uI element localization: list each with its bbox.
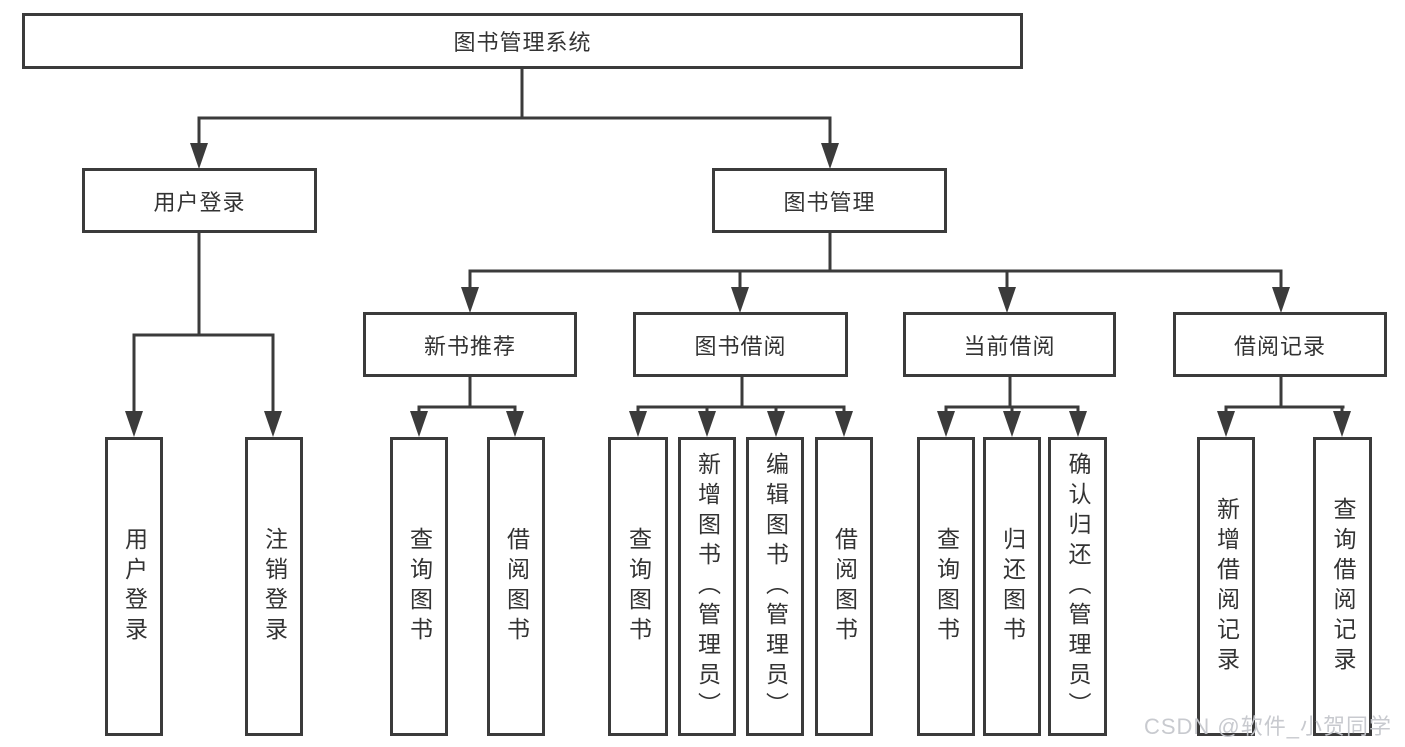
node-book-borrow-label: 图书借阅: [694, 333, 787, 359]
leaf-edit-book-admin: 编辑图书（管理员）: [746, 437, 804, 736]
node-user-login: 用户登录: [82, 168, 317, 233]
leaf-return-book: 归还图书: [983, 437, 1041, 736]
connector-book-management: [461, 233, 1290, 313]
leaf-add-borrow-record: 新增借阅记录: [1197, 437, 1255, 736]
leaf-user-login: 用户登录: [105, 437, 163, 736]
leaf-add-book-admin: 新增图书（管理员）: [678, 437, 736, 736]
leaf-borrow-books: 借阅图书: [815, 437, 873, 736]
node-borrow-records-label: 借阅记录: [1233, 333, 1326, 359]
node-borrow-records: 借阅记录: [1173, 312, 1387, 377]
connector-root: [190, 69, 839, 169]
leaf-query-books-current: 查询图书: [917, 437, 975, 736]
node-book-management: 图书管理: [712, 168, 947, 233]
leaf-query-borrow-record: 查询借阅记录: [1313, 437, 1372, 736]
connector-user-login: [125, 233, 282, 437]
node-user-login-label: 用户登录: [153, 189, 246, 215]
node-library-system: 图书管理系统: [22, 13, 1023, 69]
connector-borrow-records: [1217, 377, 1351, 437]
node-library-system-label: 图书管理系统: [453, 30, 592, 55]
connector-book-borrow: [629, 377, 853, 437]
node-book-borrow: 图书借阅: [633, 312, 848, 377]
node-current-borrow-label: 当前借阅: [963, 333, 1056, 359]
node-new-book-recommend: 新书推荐: [363, 312, 577, 377]
leaf-confirm-return-admin: 确认归还（管理员）: [1048, 437, 1107, 736]
leaf-logout: 注销登录: [245, 437, 303, 736]
connector-current-borrow: [937, 377, 1087, 437]
node-current-borrow: 当前借阅: [903, 312, 1116, 377]
leaf-query-books-recommend: 查询图书: [390, 437, 448, 736]
csdn-watermark: CSDN @软件_小贺同学: [1143, 714, 1392, 739]
leaf-query-books-borrow: 查询图书: [608, 437, 668, 736]
node-new-book-recommend-label: 新书推荐: [423, 333, 516, 359]
connector-new-book-recommend: [410, 377, 524, 437]
leaf-borrow-books-recommend: 借阅图书: [487, 437, 545, 736]
node-book-management-label: 图书管理: [783, 189, 876, 215]
